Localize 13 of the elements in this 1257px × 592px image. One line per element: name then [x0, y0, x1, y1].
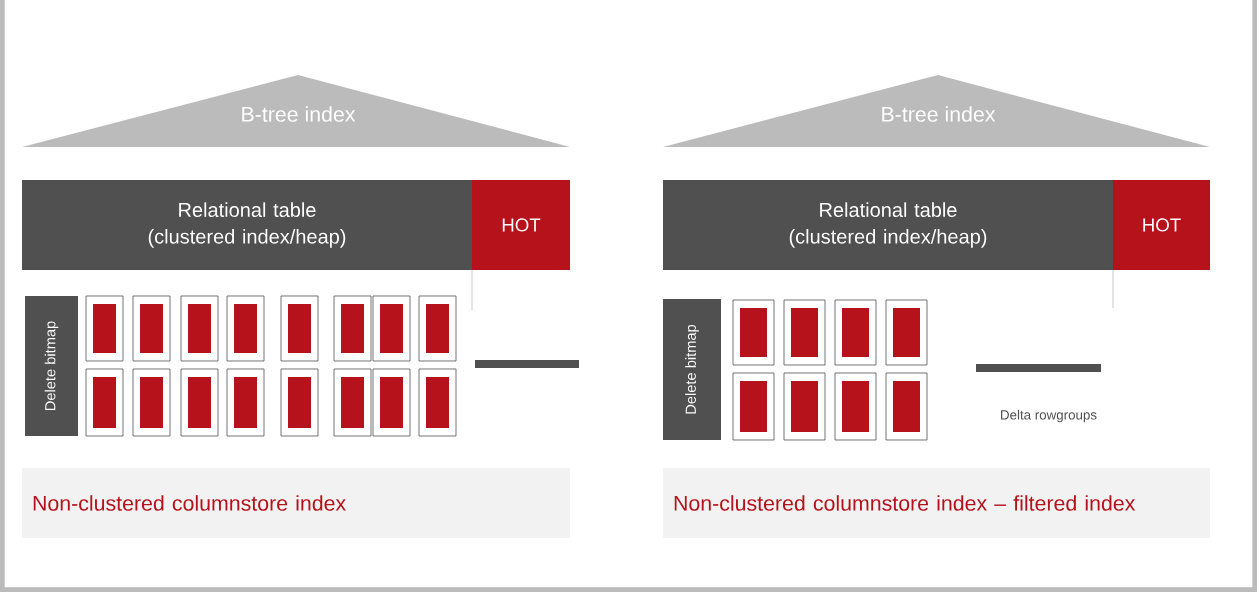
title-band: Non-clustered columnstore index – filtered index: [663, 468, 1210, 538]
hot-box: HOT: [472, 180, 570, 270]
hot-box: HOT: [1113, 180, 1210, 270]
caption-text: Delta rowgroups: [1001, 409, 1097, 423]
table-bar: Relational table (clustered index/heap): [22, 180, 472, 270]
bitmap-bar: Delete bitmap: [663, 299, 721, 440]
roof-triangle: B-tree index: [663, 75, 1210, 147]
delta-rowgroup-bar: [976, 364, 1101, 372]
title-band: Non-clustered columnstore index: [22, 468, 570, 538]
delta-rowgroup-bar: [475, 360, 579, 368]
table-bar: Relational table (clustered index/heap): [663, 180, 1113, 270]
bitmap-bar: Delete bitmap: [25, 296, 78, 436]
roof-triangle: B-tree index: [22, 75, 570, 147]
